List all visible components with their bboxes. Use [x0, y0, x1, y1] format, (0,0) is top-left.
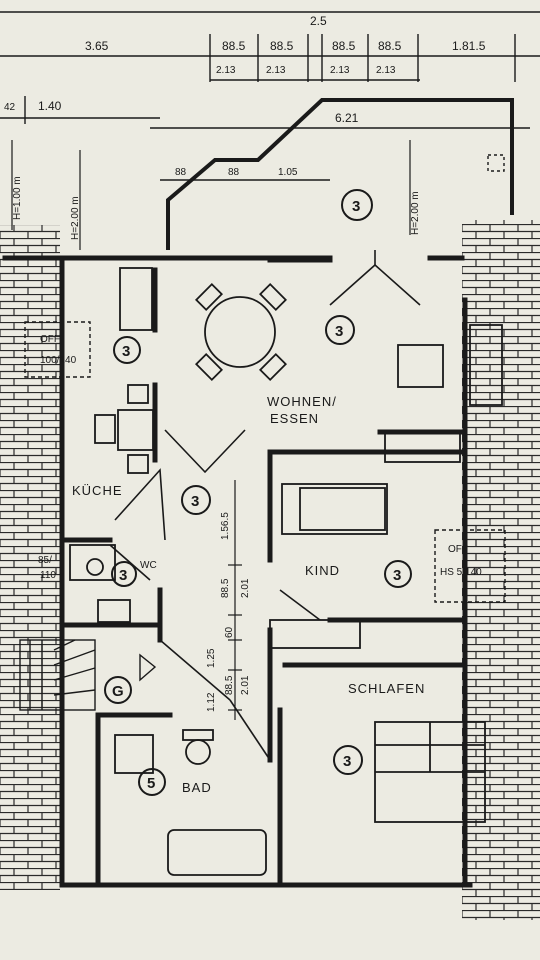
- dim-h3: 2.13: [330, 65, 350, 76]
- furniture: [69, 267, 503, 876]
- stairs: [19, 639, 157, 711]
- window-right-size: HS 5/140: [440, 567, 482, 578]
- dim-bal-105: 1.05: [278, 167, 298, 178]
- dim-d1: 88.5: [222, 39, 246, 53]
- marker-bad: 5: [147, 775, 155, 792]
- dim-right-width: 1.81.5: [452, 39, 486, 53]
- brick-wall-top-left: [0, 225, 60, 260]
- window-wc-size1: 85/: [38, 555, 52, 566]
- window-left-size: 100/140: [40, 355, 77, 366]
- dim-h2: 2.13: [266, 65, 286, 76]
- dim-h1: 2.13: [216, 65, 236, 76]
- window-left-off: OFF: [40, 334, 60, 345]
- dim-v201a: 2.01: [240, 578, 251, 598]
- window-wc-size2: 110: [40, 570, 56, 581]
- door-swings: [97, 250, 421, 880]
- marker-schlafen: 3: [343, 753, 351, 770]
- room-label-wohnen: WOHNEN/: [267, 394, 337, 409]
- dim-balcony: 6.21: [335, 111, 359, 125]
- dim-bal-88a: 88: [175, 167, 187, 178]
- brick-wall-right: [462, 220, 540, 920]
- dim-v88b: 88.5: [224, 675, 235, 695]
- room-label-kueche: KÜCHE: [72, 483, 123, 498]
- dim-left-width: 3.65: [85, 39, 109, 53]
- brick-wall-left: [0, 225, 60, 890]
- window-right-off: OFF: [448, 544, 468, 555]
- marker-kind: 3: [393, 567, 401, 584]
- dim-v156: 1.56.5: [220, 512, 231, 540]
- dim-h200-right: H=2.00 m: [410, 191, 421, 235]
- marker-circles: [104, 189, 412, 796]
- walls: [2, 255, 473, 888]
- room-label-kind: KIND: [305, 563, 340, 578]
- corner-symbol: [487, 154, 505, 172]
- marker-left: 3: [122, 343, 130, 360]
- marker-wc: 3: [119, 567, 127, 584]
- marker-balcony: 3: [352, 198, 360, 215]
- dim-left-small: 42: [4, 102, 16, 113]
- dim-d4: 88.5: [378, 39, 402, 53]
- dim-v125: 1.25: [206, 648, 217, 668]
- dim-top-total: 2.5: [310, 14, 327, 28]
- marker-stair: G: [112, 683, 124, 700]
- dim-d3: 88.5: [332, 39, 356, 53]
- dim-v885: 88.5: [220, 578, 231, 598]
- room-label-essen: ESSEN: [270, 411, 319, 426]
- dim-left-140: 1.40: [38, 99, 62, 113]
- dim-v60: 60: [224, 626, 235, 638]
- dim-h200-left: H=2.00 m: [70, 196, 81, 240]
- top-dimensions: [0, 11, 540, 181]
- room-label-wc: WC: [140, 560, 157, 571]
- dim-v201b: 2.01: [240, 675, 251, 695]
- dim-d2: 88.5: [270, 39, 294, 53]
- marker-flur: 3: [191, 493, 199, 510]
- corridor-dimensions: [11, 140, 411, 720]
- room-label-schlafen: SCHLAFEN: [348, 681, 425, 696]
- marker-wohnen: 3: [335, 323, 343, 340]
- dim-h4: 2.13: [376, 65, 396, 76]
- dim-bal-88b: 88: [228, 167, 240, 178]
- balcony-outline: [166, 98, 514, 250]
- room-label-bad: BAD: [182, 780, 212, 795]
- dim-v112: 1.12: [206, 692, 217, 712]
- dim-h100: H=1.00 m: [12, 176, 23, 220]
- window-boxes: [24, 321, 506, 603]
